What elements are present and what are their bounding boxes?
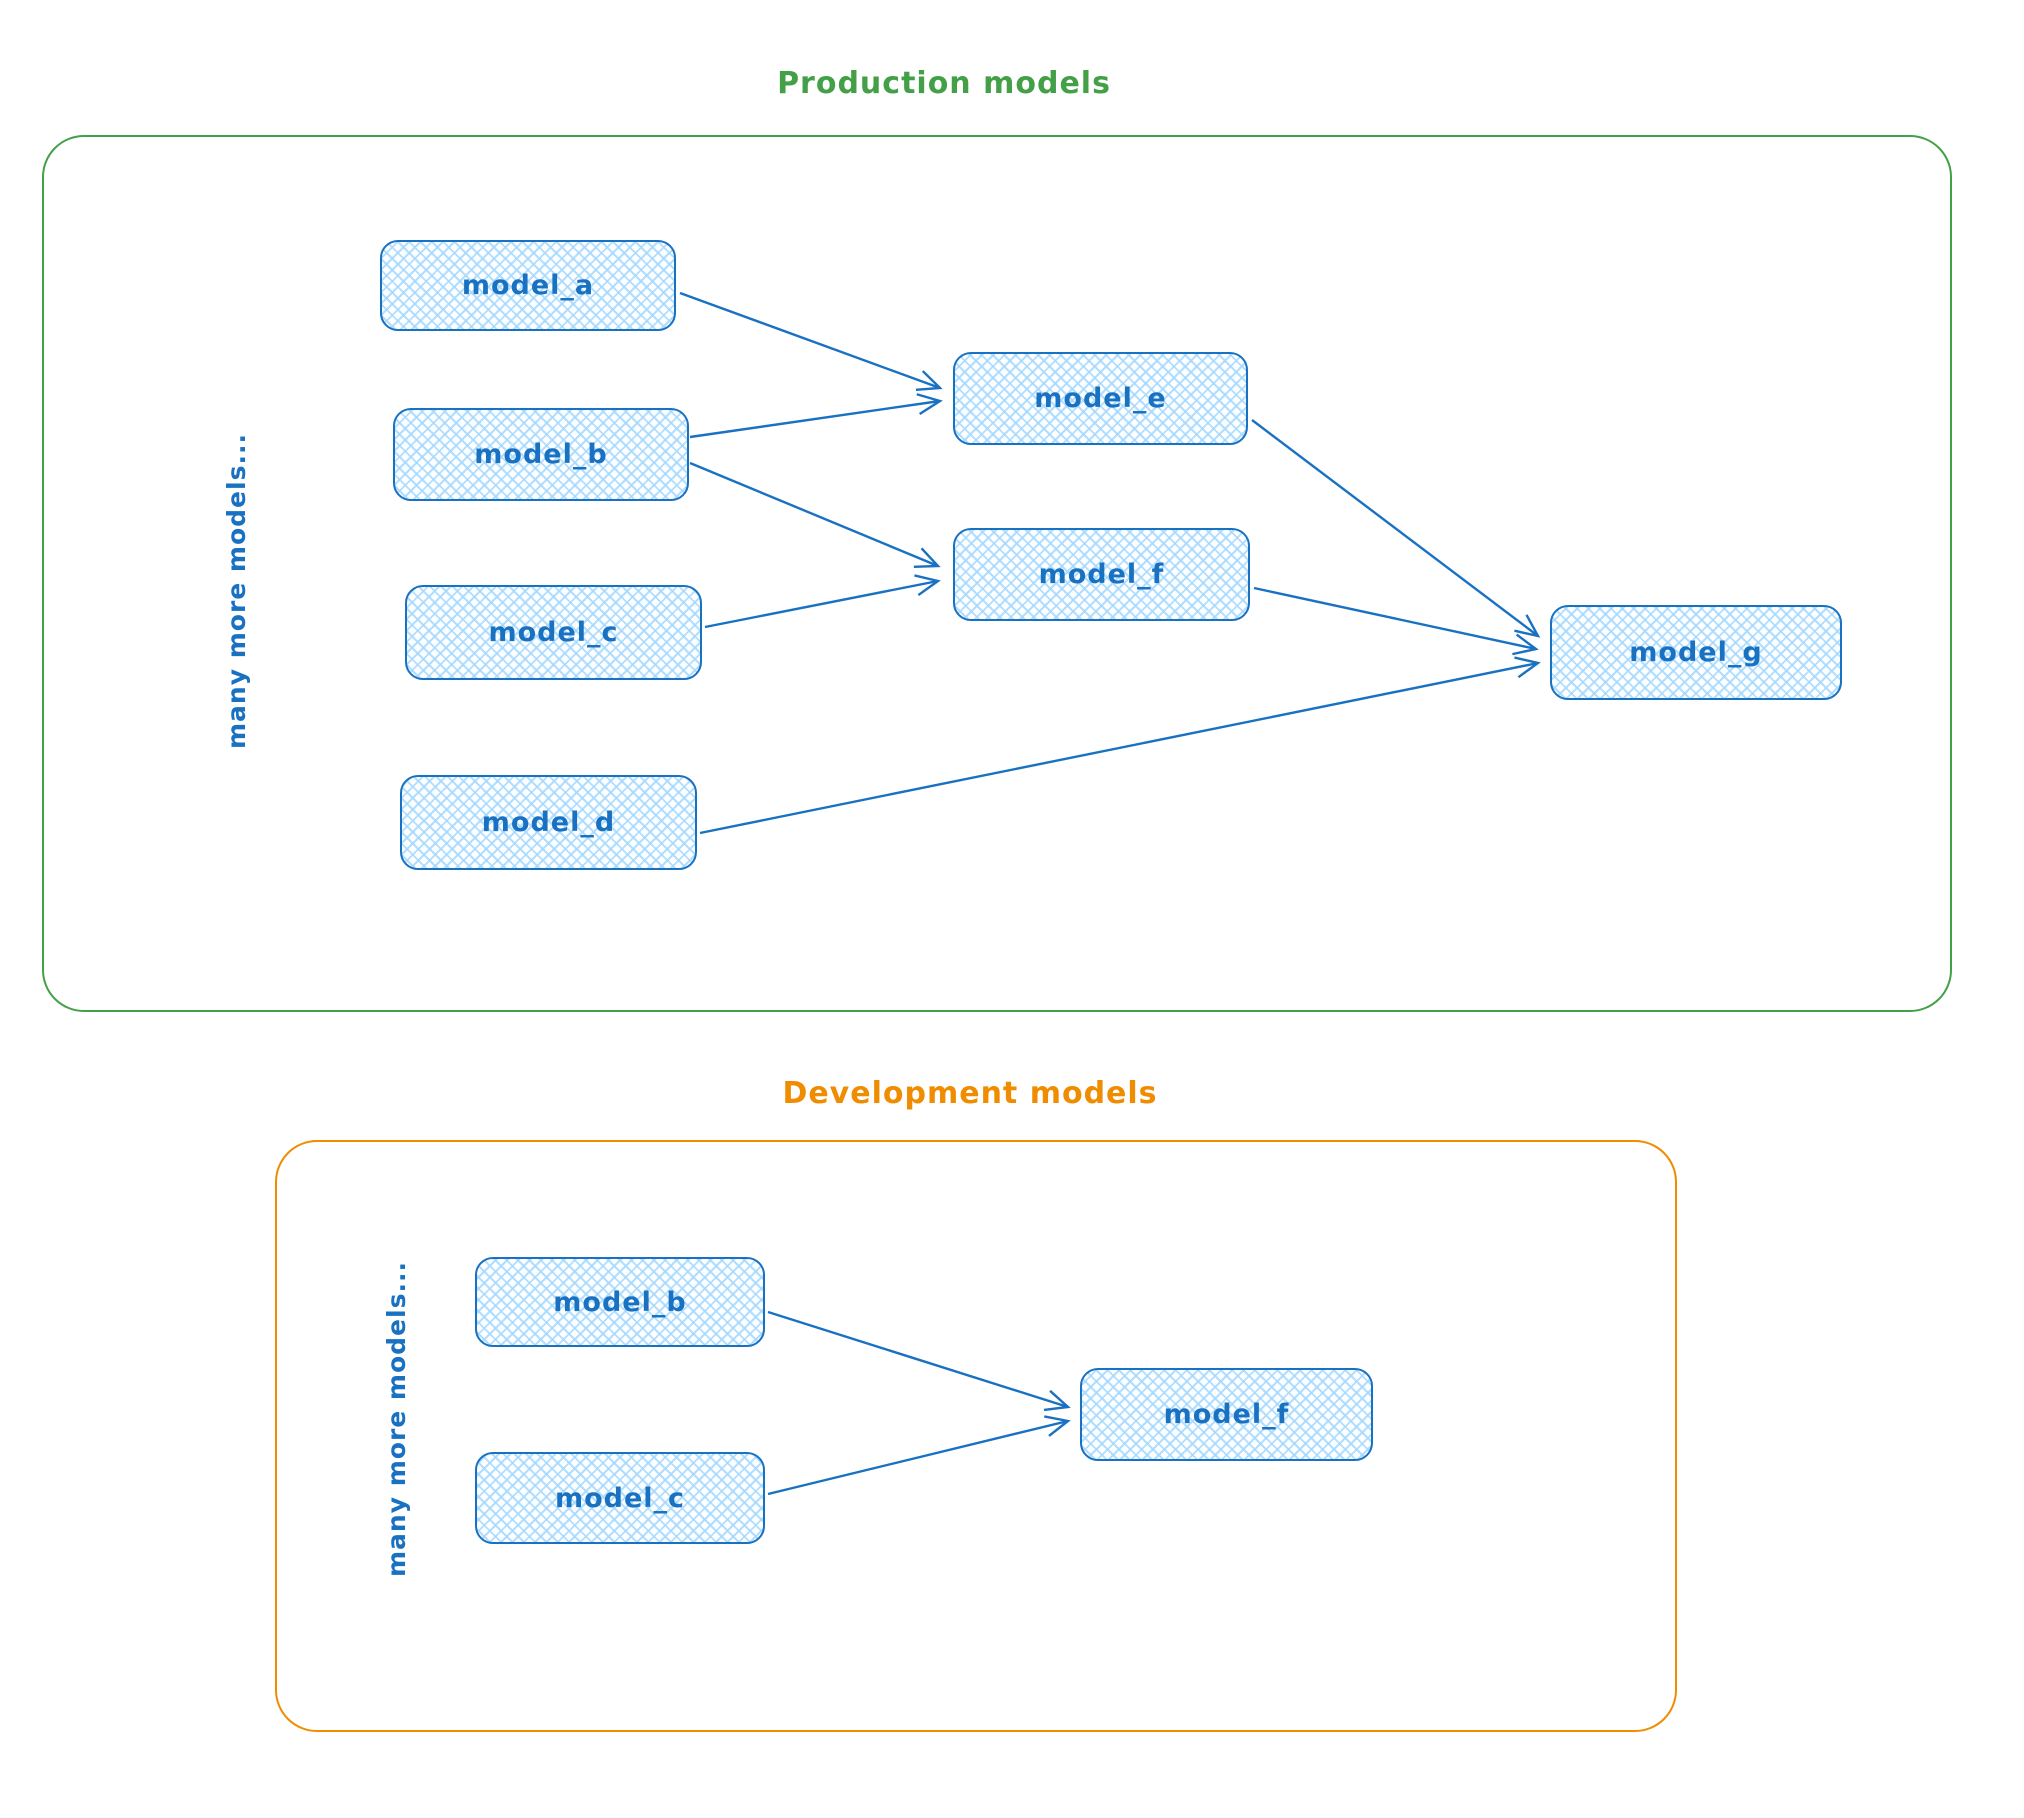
node-development-model-b: model_b: [475, 1257, 765, 1347]
node-production-model-g: model_g: [1550, 605, 1842, 700]
node-development-model-c: model_c: [475, 1452, 765, 1544]
production-frame: [42, 135, 1952, 1012]
node-production-model-f: model_f: [953, 528, 1250, 621]
node-production-model-e: model_e: [953, 352, 1248, 445]
production-side-label: many more models...: [222, 433, 251, 749]
node-production-model-c: model_c: [405, 585, 702, 680]
production-title: Production models: [777, 66, 1111, 101]
node-development-model-f: model_f: [1080, 1368, 1373, 1461]
node-production-model-a: model_a: [380, 240, 676, 331]
development-frame: [275, 1140, 1677, 1732]
development-side-label: many more models...: [382, 1261, 411, 1577]
node-production-model-b: model_b: [393, 408, 689, 501]
node-production-model-d: model_d: [400, 775, 697, 870]
development-title: Development models: [782, 1076, 1158, 1111]
